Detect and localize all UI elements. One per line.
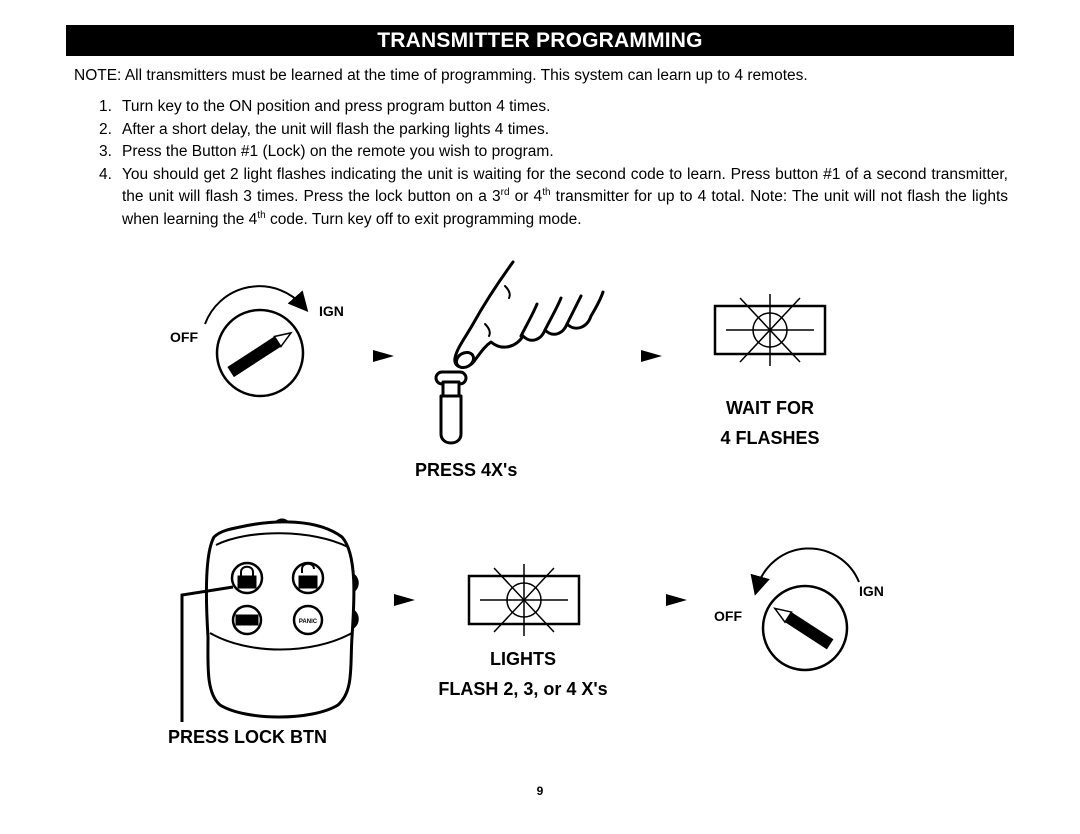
step-arrow-icon — [666, 594, 687, 606]
step-number: 4. — [99, 165, 112, 183]
off-label-top: OFF — [170, 329, 198, 345]
ign-label-bottom: IGN — [859, 583, 884, 599]
step-text-d: code. Turn key off to exit programming m… — [265, 210, 582, 228]
step-arrow-icon — [394, 594, 415, 606]
off-label-bottom: OFF — [714, 608, 742, 624]
note-text: NOTE: All transmitters must be learned a… — [74, 67, 808, 84]
remote-transmitter-icon: PANIC — [180, 518, 359, 722]
step-arrow-icon — [641, 350, 662, 362]
four-flashes-label: 4 FLASHES — [720, 428, 820, 448]
page-title: TRANSMITTER PROGRAMMING — [66, 25, 1014, 56]
flashing-light-icon — [467, 564, 581, 636]
finger-press-button-icon — [434, 260, 605, 445]
ignition-switch-off-icon — [750, 547, 860, 672]
step-arrow-icon — [373, 350, 394, 362]
step-text-b: or 4 — [509, 188, 543, 205]
step-number: 1. — [99, 98, 112, 115]
step-text: Press the Button #1 (Lock) on the remote… — [122, 143, 554, 160]
ignition-switch-on-icon — [204, 285, 309, 398]
step-number: 3. — [99, 143, 112, 160]
page-number: 9 — [536, 784, 544, 798]
step-text: After a short delay, the unit will flash… — [122, 120, 550, 138]
press-lock-btn-label: PRESS LOCK BTN — [168, 727, 328, 747]
ign-label-top: IGN — [319, 303, 344, 319]
flashing-light-icon — [713, 294, 827, 366]
flash-234-label: FLASH 2, 3, or 4 X's — [438, 679, 608, 699]
step-3: 3. Press the Button #1 (Lock) on the remo… — [74, 141, 1008, 164]
step-2: 2. After a short delay, the unit will fla… — [74, 119, 1008, 142]
step-text-c: transmitter for up to 4 total. Note: The… — [122, 188, 1009, 228]
panic-button-label: PANIC — [299, 619, 318, 625]
superscript-th: th — [257, 209, 266, 221]
superscript-rd: rd — [500, 187, 510, 198]
superscript-th: th — [542, 187, 551, 198]
step-text-a: You should get 2 light flashes indicatin… — [122, 165, 1008, 206]
step-text: Turn key to the ON position and press pr… — [122, 98, 551, 115]
step-4: 4. You should get 2 light flashes indicat… — [74, 164, 1008, 232]
step-1: 1. Turn key to the ON position and press … — [74, 96, 1008, 119]
instruction-steps: 1. Turn key to the ON position and press … — [74, 96, 1008, 231]
wait-for-label: WAIT FOR — [726, 398, 814, 418]
step-number: 2. — [99, 120, 112, 138]
lights-label: LIGHTS — [490, 649, 556, 669]
press-4x-label: PRESS 4X's — [415, 460, 518, 480]
